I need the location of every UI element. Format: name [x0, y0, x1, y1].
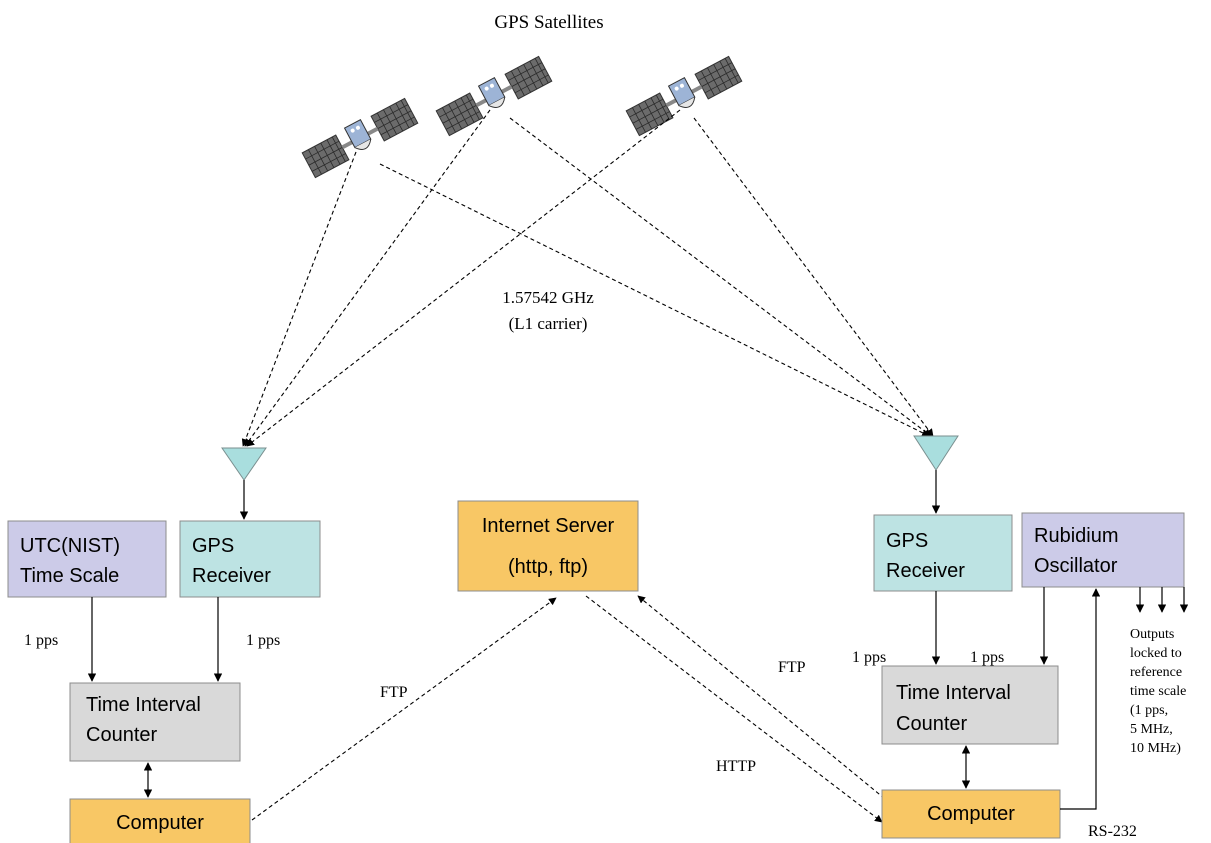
right-gps-receiver-line1: GPS: [886, 530, 928, 552]
satellite-icon: [624, 54, 743, 137]
ftp-left-label: FTP: [380, 684, 408, 701]
rubidium-oscillator-box: [1021, 512, 1185, 588]
left-computer-label: Computer: [116, 812, 204, 834]
outputs-note-line: 10 MHz): [1130, 741, 1181, 756]
satellite-icon: [434, 54, 553, 137]
right-gps-receiver-line2: Receiver: [886, 560, 965, 582]
right-pps-label-b: 1 pps: [970, 649, 1004, 666]
left-counter-line1: Time Interval: [86, 694, 201, 716]
ftp-right-label: FTP: [778, 659, 806, 676]
rubidium-line2: Oscillator: [1034, 555, 1118, 577]
utc-nist-line1: UTC(NIST): [20, 535, 120, 557]
right-computer-label: Computer: [927, 803, 1015, 825]
rubidium-line1: Rubidium: [1034, 525, 1118, 547]
left-time-interval-counter-box: [69, 682, 241, 762]
carrier-label: (L1 carrier): [509, 314, 588, 333]
right-time-interval-counter-box: [881, 665, 1059, 745]
outputs-note: Outputs locked to reference time scale (…: [1130, 627, 1186, 756]
right-computer-box: [881, 789, 1061, 839]
left-pps-label-a: 1 pps: [24, 632, 58, 649]
diagram-title: GPS Satellites: [494, 12, 603, 33]
satellite-icon: [300, 96, 419, 179]
utc-nist-line2: Time Scale: [20, 565, 119, 587]
outputs-note-line: time scale: [1130, 684, 1186, 699]
left-gps-receiver-box: [179, 520, 321, 598]
right-counter-line1: Time Interval: [896, 682, 1011, 704]
left-site-connectors: [87, 480, 249, 798]
outputs-note-line: locked to: [1130, 646, 1182, 661]
outputs-note-line: Outputs: [1130, 627, 1174, 642]
satellite-signals: [241, 109, 934, 447]
frequency-label: 1.57542 GHz: [502, 288, 594, 307]
left-counter-line2: Counter: [86, 724, 157, 746]
right-pps-label-a: 1 pps: [852, 649, 886, 666]
right-gps-receiver-box: [873, 514, 1013, 592]
left-gps-receiver-line1: GPS: [192, 535, 234, 557]
internet-server-line1: Internet Server: [482, 515, 615, 537]
left-computer-box: [69, 798, 251, 843]
left-pps-label-b: 1 pps: [246, 632, 280, 649]
rs232-label: RS-232: [1088, 823, 1137, 840]
utc-nist-box: [7, 520, 167, 598]
outputs-note-line: (1 pps,: [1130, 703, 1168, 718]
outputs-note-line: 5 MHz,: [1130, 722, 1173, 737]
internet-server-line2: (http, ftp): [508, 556, 588, 578]
left-gps-receiver-line2: Receiver: [192, 565, 271, 587]
http-label: HTTP: [716, 758, 756, 775]
internet-server-box: [457, 500, 639, 592]
right-site-connectors: [931, 470, 1189, 810]
left-antenna-icon: [221, 447, 267, 481]
outputs-note-line: reference: [1130, 665, 1182, 680]
right-counter-line2: Counter: [896, 713, 967, 735]
right-antenna-icon: [913, 435, 959, 471]
network-links: [251, 595, 891, 823]
